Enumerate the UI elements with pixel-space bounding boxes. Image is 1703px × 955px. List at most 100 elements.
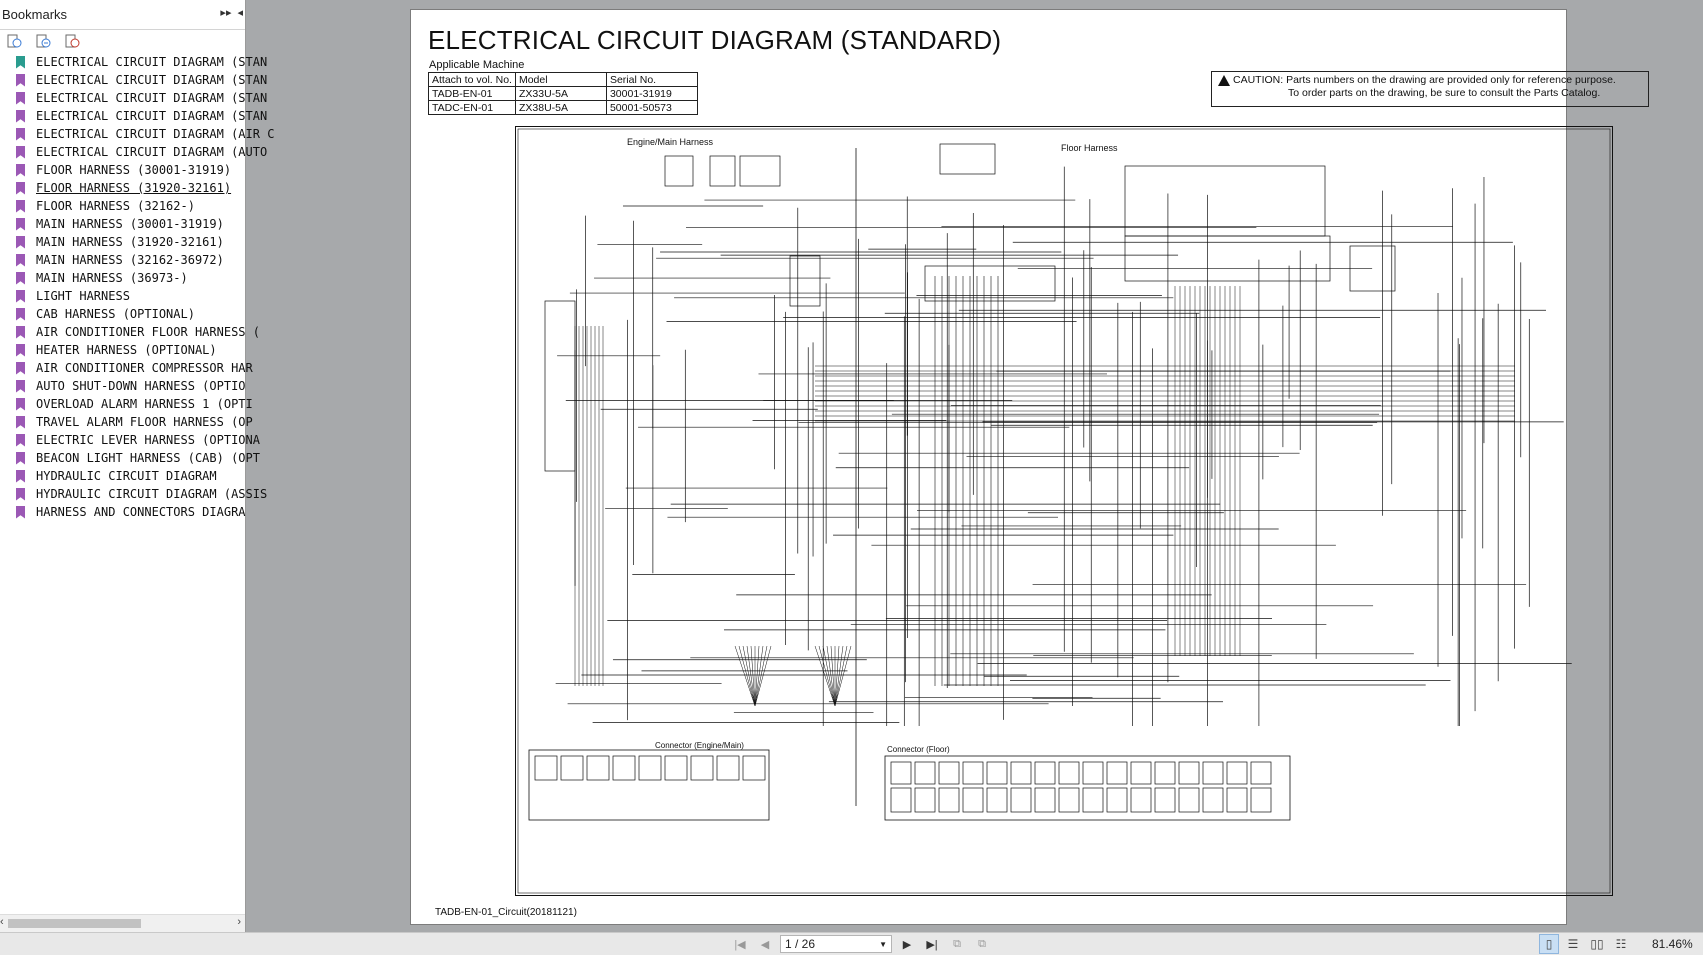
bookmark-label: HEATER HARNESS (OPTIONAL)	[36, 343, 217, 357]
bookmark-label: AIR CONDITIONER FLOOR HARNESS (	[36, 325, 260, 339]
bookmark-item[interactable]: MAIN HARNESS (31920-32161)	[0, 233, 245, 251]
bookmark-icon	[16, 271, 25, 285]
panel-splitter[interactable]	[246, 0, 250, 932]
bookmark-icon	[16, 307, 25, 321]
bookmark-item[interactable]: MAIN HARNESS (32162-36972)	[0, 251, 245, 269]
page-number-input[interactable]: 1 / 26 ▼	[780, 935, 892, 953]
bookmark-icon	[16, 325, 25, 339]
bookmark-item[interactable]: MAIN HARNESS (30001-31919)	[0, 215, 245, 233]
view-mode-buttons: ▯ ☰ ▯▯ ☷	[1539, 934, 1630, 954]
bookmark-icon	[16, 397, 25, 411]
bookmark-item[interactable]: ELECTRICAL CIRCUIT DIAGRAM (AIR C	[0, 125, 274, 143]
bookmark-item[interactable]: FLOOR HARNESS (31920-32161)	[0, 179, 245, 197]
bookmarks-toolbar	[0, 30, 245, 53]
connector-engine-label: Connector (Engine/Main)	[655, 741, 744, 750]
bookmarks-panel: Bookmarks ▸▸ ◂ ELECTRICAL CIRCUIT DIAGRA…	[0, 0, 274, 932]
bookmark-item[interactable]: ELECTRICAL CIRCUIT DIAGRAM (STAN	[0, 71, 267, 89]
bookmark-item[interactable]: AIR CONDITIONER COMPRESSOR HAR	[0, 359, 253, 377]
bookmark-label: HARNESS AND CONNECTORS DIAGRA	[36, 505, 246, 519]
bookmark-list: ELECTRICAL CIRCUIT DIAGRAM (STAN ELECTRIC…	[0, 53, 274, 521]
bookmark-item[interactable]: MAIN HARNESS (36973-)	[0, 269, 245, 287]
caution-box: CAUTION: Parts numbers on the drawing ar…	[1211, 71, 1649, 107]
bookmark-label: TRAVEL ALARM FLOOR HARNESS (OP	[36, 415, 253, 429]
bookmark-item[interactable]: HYDRAULIC CIRCUIT DIAGRAM (ASSIS	[0, 485, 267, 503]
bookmark-item[interactable]: BEACON LIGHT HARNESS (CAB) (OPT	[0, 449, 260, 467]
bookmark-item[interactable]: ELECTRIC LEVER HARNESS (OPTIONA	[0, 431, 260, 449]
floor-harness-label: Floor Harness	[1061, 143, 1118, 153]
single-page-view-icon[interactable]: ▯	[1539, 934, 1559, 954]
bookmark-label: ELECTRICAL CIRCUIT DIAGRAM (STAN	[36, 73, 268, 87]
bookmarks-title: Bookmarks	[2, 7, 68, 22]
bookmark-item[interactable]: ELECTRICAL CIRCUIT DIAGRAM (STAN	[0, 89, 267, 107]
bookmark-item[interactable]: HYDRAULIC CIRCUIT DIAGRAM	[0, 467, 245, 485]
bookmark-icon	[16, 163, 25, 177]
last-page-icon[interactable]: ▶|	[926, 938, 938, 951]
scroll-thumb[interactable]	[8, 919, 141, 928]
bookmark-label: FLOOR HARNESS (31920-32161)	[36, 181, 232, 195]
next-view-icon[interactable]: ⧉	[978, 937, 986, 950]
bookmark-label: MAIN HARNESS (32162-36972)	[36, 253, 224, 267]
bookmarks-hscrollbar[interactable]: ‹ ›	[0, 914, 245, 932]
expand-panel-icon[interactable]: ▸▸	[220, 7, 232, 19]
bookmark-item[interactable]: TRAVEL ALARM FLOOR HARNESS (OP	[0, 413, 253, 431]
bookmark-delete-icon[interactable]	[64, 33, 81, 50]
status-bar: |◀ ◀ 1 / 26 ▼ ▶ ▶| ⧉ ⧉ ▯ ☰ ▯▯ ☷ 81.46%	[0, 932, 1703, 955]
next-page-icon[interactable]: ▶	[902, 938, 912, 951]
bookmark-icon	[16, 199, 25, 213]
bookmark-label: ELECTRICAL CIRCUIT DIAGRAM (STAN	[36, 109, 268, 123]
bookmark-label: ELECTRIC LEVER HARNESS (OPTIONA	[36, 433, 260, 447]
bookmark-icon	[16, 433, 25, 447]
previous-page-icon[interactable]: ◀	[760, 938, 770, 951]
bookmark-icon	[16, 55, 25, 69]
bookmark-item[interactable]: ELECTRICAL CIRCUIT DIAGRAM (STAN	[0, 53, 267, 71]
caution-line-2: To order parts on the drawing, be sure t…	[1288, 87, 1601, 99]
bookmark-icon	[16, 361, 25, 375]
table-header: Serial No.	[605, 72, 698, 87]
scroll-right-icon[interactable]: ›	[237, 916, 241, 928]
bookmark-expand-icon[interactable]	[6, 33, 23, 50]
bookmark-item[interactable]: AIR CONDITIONER FLOOR HARNESS (	[0, 323, 260, 341]
bookmark-label: ELECTRICAL CIRCUIT DIAGRAM (AUTO	[36, 145, 268, 159]
table-header: Attach to vol. No.	[428, 72, 516, 87]
bookmark-item[interactable]: CAB HARNESS (OPTIONAL)	[0, 305, 245, 323]
bookmark-item[interactable]: AUTO SHUT-DOWN HARNESS (OPTIO	[0, 377, 246, 395]
bookmark-icon	[16, 415, 25, 429]
continuous-facing-view-icon[interactable]: ☷	[1615, 937, 1627, 951]
bookmark-item[interactable]: FLOOR HARNESS (32162-)	[0, 197, 245, 215]
applicable-machine-table: Attach to vol. No. Model Serial No. TADB…	[428, 72, 698, 115]
table-cell: ZX33U-5A	[514, 86, 607, 101]
bookmark-item[interactable]: ELECTRICAL CIRCUIT DIAGRAM (AUTO	[0, 143, 267, 161]
connector-engine-box	[528, 749, 770, 821]
previous-view-icon[interactable]: ⧉	[953, 937, 961, 950]
bookmark-icon	[16, 379, 25, 393]
bookmark-item[interactable]: HARNESS AND CONNECTORS DIAGRA	[0, 503, 246, 521]
bookmark-label: CAB HARNESS (OPTIONAL)	[36, 307, 195, 321]
bookmark-add-icon[interactable]	[35, 33, 52, 50]
table-row: TADB-EN-01 ZX33U-5A 30001-31919	[428, 86, 698, 101]
bookmark-item[interactable]: ELECTRICAL CIRCUIT DIAGRAM (STAN	[0, 107, 267, 125]
bookmark-icon	[16, 73, 25, 87]
bookmark-label: BEACON LIGHT HARNESS (CAB) (OPT	[36, 451, 260, 465]
bookmark-label: ELECTRICAL CIRCUIT DIAGRAM (STAN	[36, 91, 268, 105]
continuous-view-icon[interactable]: ☰	[1567, 937, 1579, 951]
bookmarks-header: Bookmarks ▸▸ ◂	[0, 0, 245, 30]
table-header: Model	[514, 72, 607, 87]
facing-view-icon[interactable]: ▯▯	[1590, 937, 1604, 951]
collapse-panel-icon[interactable]: ◂	[237, 7, 243, 19]
bookmark-icon	[16, 181, 25, 195]
bookmark-icon	[16, 505, 25, 519]
bookmark-icon	[16, 253, 25, 267]
bookmark-item[interactable]: HEATER HARNESS (OPTIONAL)	[0, 341, 245, 359]
zoom-level[interactable]: 81.46%	[1652, 937, 1693, 951]
bookmark-item[interactable]: FLOOR HARNESS (30001-31919)	[0, 161, 245, 179]
table-cell: 30001-31919	[605, 86, 698, 101]
chevron-down-icon[interactable]: ▼	[879, 939, 887, 949]
scroll-left-icon[interactable]: ‹	[0, 916, 4, 928]
bookmark-label: MAIN HARNESS (31920-32161)	[36, 235, 224, 249]
bookmark-icon	[16, 217, 25, 231]
bookmark-item[interactable]: OVERLOAD ALARM HARNESS 1 (OPTI	[0, 395, 253, 413]
bookmark-label: OVERLOAD ALARM HARNESS 1 (OPTI	[36, 397, 253, 411]
bookmark-label: ELECTRICAL CIRCUIT DIAGRAM (STAN	[36, 55, 268, 69]
first-page-icon[interactable]: |◀	[734, 938, 746, 951]
bookmark-item[interactable]: LIGHT HARNESS	[0, 287, 245, 305]
